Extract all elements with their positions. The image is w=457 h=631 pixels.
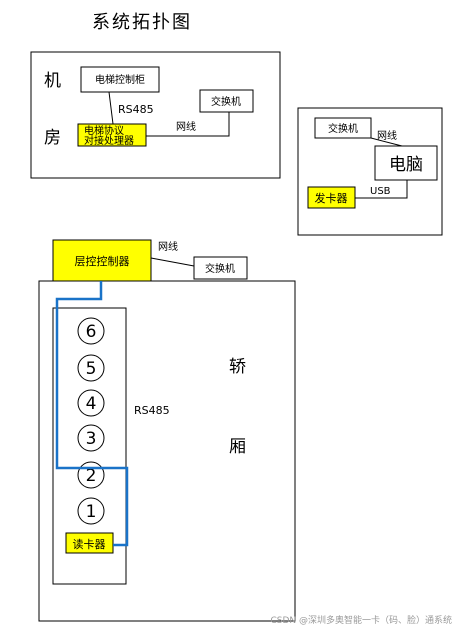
protocol-processor-label-1: 电梯协议	[84, 124, 124, 137]
switch-machine-room-label: 交换机	[211, 95, 241, 108]
floor-button-5	[77, 354, 105, 382]
card-issuer	[307, 186, 356, 209]
floor-button-2-label: 2	[86, 466, 97, 486]
floor-button-5-label: 5	[86, 359, 97, 379]
card-reader	[65, 532, 114, 554]
machine-room-label-2: 房	[44, 128, 61, 148]
switch-floor-controller-label: 交换机	[205, 262, 235, 275]
network-cable-label-machine-room: 网线	[176, 120, 196, 133]
elevator-car-label-1: 轿	[229, 357, 246, 377]
switch-floor-controller	[193, 256, 248, 280]
computer-label: 电脑	[389, 155, 423, 175]
computer	[374, 145, 438, 181]
elevator-car-label-2: 厢	[229, 437, 246, 457]
elevator-control-cabinet-label: 电梯控制柜	[95, 73, 145, 86]
rs485-label-car: RS485	[134, 404, 170, 417]
floor-button-3	[77, 424, 105, 452]
protocol-processor	[77, 123, 147, 147]
floor-button-6-label: 6	[86, 322, 97, 342]
floor-button-3-label: 3	[86, 429, 97, 449]
diagram-title: 系统拓扑图	[92, 12, 192, 33]
network-cable-label-floor-controller: 网线	[158, 240, 178, 253]
floor-controller	[52, 239, 152, 282]
card-issuer-label: 发卡器	[315, 191, 348, 205]
floor-button-1	[77, 497, 105, 525]
network-cable-label-office: 网线	[377, 129, 397, 142]
usb-cable	[355, 180, 408, 199]
floor-button-4	[77, 389, 105, 417]
switch-machine-room	[199, 89, 254, 113]
network-cable-machine-room	[146, 112, 230, 137]
rs485-label-machine-room: RS485	[118, 103, 154, 116]
switch-office	[314, 117, 372, 139]
usb-label: USB	[370, 186, 391, 197]
machine-room-label-1: 机	[44, 71, 61, 91]
elevator-control-cabinet	[80, 66, 160, 93]
floor-controller-label: 层控控制器	[75, 254, 130, 268]
card-reader-label: 读卡器	[73, 537, 106, 551]
network-cable-office	[370, 137, 403, 147]
rs485-wire	[55, 281, 129, 547]
protocol-processor-label-2: 对接处理器	[84, 134, 134, 147]
watermark: CSDN @深圳多奥智能一卡（码、脸）通系统	[270, 614, 452, 626]
rs485-link-machine-room	[108, 91, 114, 125]
switch-office-label: 交换机	[328, 122, 358, 135]
floor-button-6	[77, 317, 105, 345]
floor-button-1-label: 1	[86, 502, 97, 522]
floor-button-4-label: 4	[86, 394, 97, 414]
network-cable-floor-controller	[150, 257, 195, 267]
